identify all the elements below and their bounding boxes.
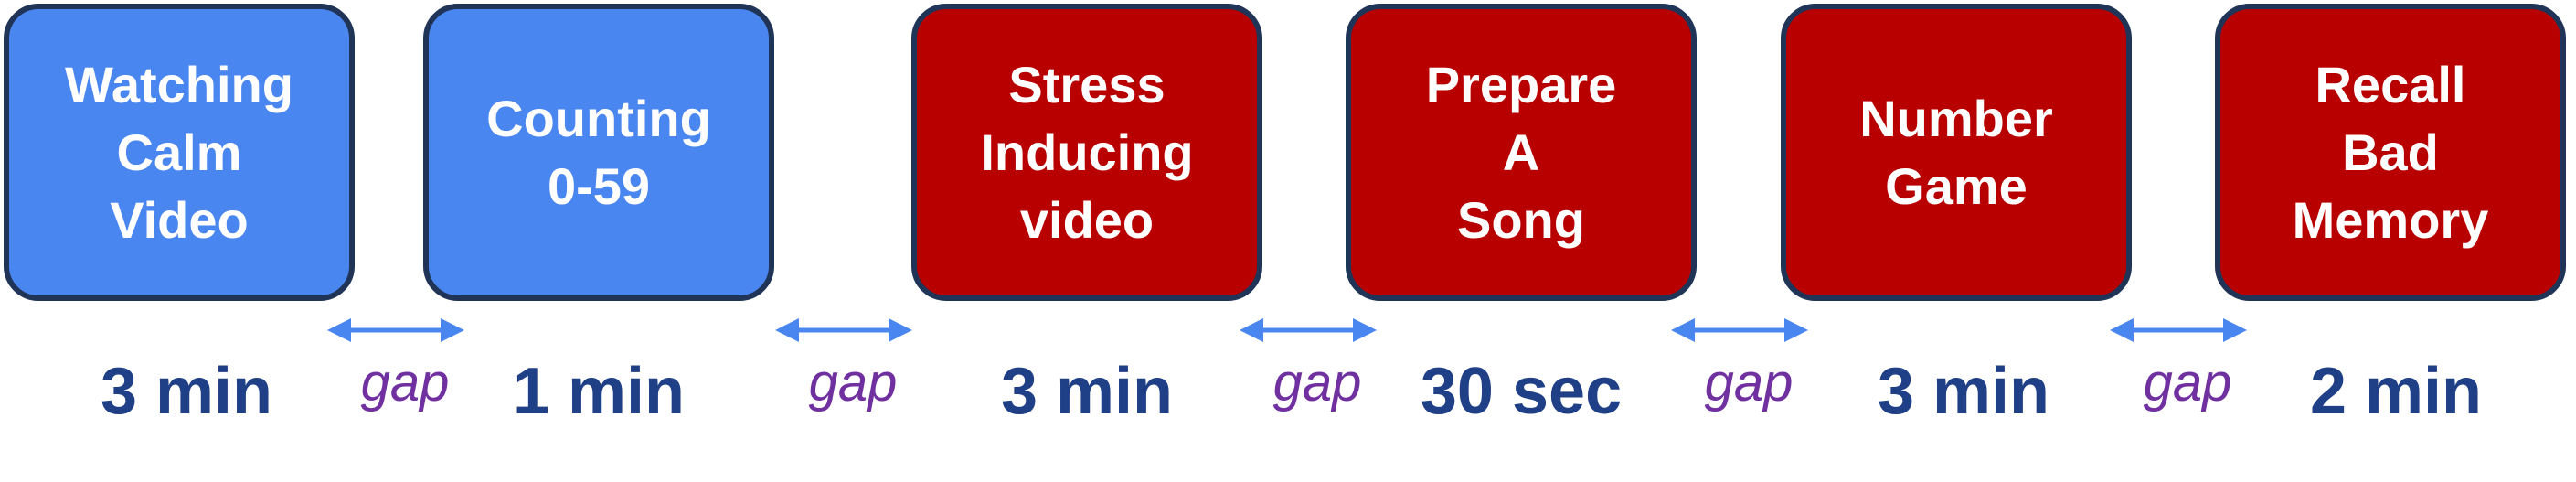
step-box-number-game: Number Game — [1781, 4, 2132, 301]
step-box-counting: Counting 0-59 — [423, 4, 774, 301]
step-box-recall-bad-memory: Recall Bad Memory — [2215, 4, 2566, 301]
step-duration: 1 min — [512, 355, 686, 428]
step-duration: 2 min — [2309, 355, 2483, 428]
gap-label: gap — [360, 353, 450, 412]
step-label: Number Game — [1859, 89, 2053, 215]
double-arrow-icon — [775, 318, 912, 342]
gap-label: gap — [808, 353, 898, 412]
step-box-watching-calm-video: Watching Calm Video — [4, 4, 355, 301]
gap-label: gap — [1272, 353, 1362, 412]
gap-label: gap — [2143, 353, 2232, 412]
step-label: Prepare A Song — [1425, 55, 1617, 249]
step-label: Counting 0-59 — [486, 89, 711, 215]
double-arrow-icon — [327, 318, 464, 342]
step-duration: 30 sec — [1420, 355, 1623, 428]
step-box-stress-inducing-video: Stress Inducing video — [911, 4, 1262, 301]
double-arrow-icon — [1671, 318, 1808, 342]
step-label: Recall Bad Memory — [2292, 55, 2489, 249]
gap-label: gap — [1704, 353, 1794, 412]
double-arrow-icon — [2110, 318, 2247, 342]
double-arrow-icon — [1240, 318, 1377, 342]
step-duration: 3 min — [1877, 355, 2050, 428]
step-label: Stress Inducing video — [980, 55, 1194, 249]
step-duration: 3 min — [1000, 355, 1174, 428]
step-box-prepare-a-song: Prepare A Song — [1346, 4, 1697, 301]
step-duration: 3 min — [100, 355, 273, 428]
step-label: Watching Calm Video — [65, 55, 293, 249]
